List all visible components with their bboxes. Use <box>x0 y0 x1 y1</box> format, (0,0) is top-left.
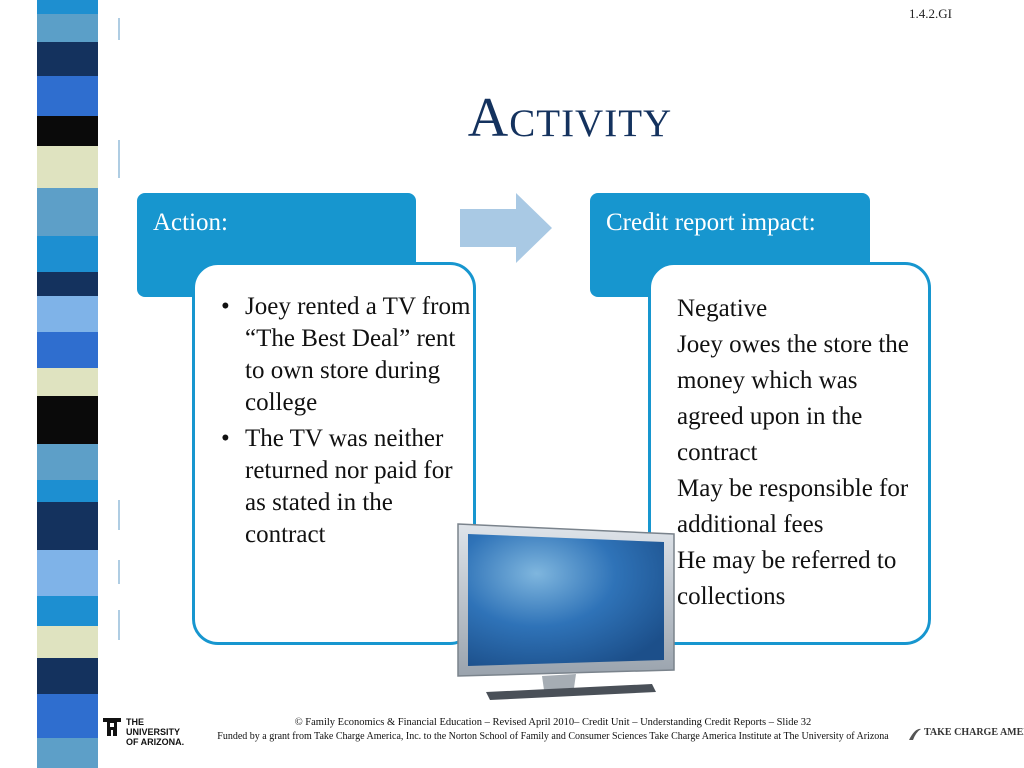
action-label: Action: <box>153 209 228 236</box>
action-card: Joey rented a TV from “The Best Deal” re… <box>192 262 476 645</box>
footer-funding: Funded by a grant from Take Charge Ameri… <box>217 731 889 742</box>
decorative-stripe-bar <box>37 0 98 768</box>
action-bullet-list: Joey rented a TV from “The Best Deal” re… <box>195 265 473 551</box>
footer-copyright: © Family Economics & Financial Education… <box>294 717 812 728</box>
take-charge-america-logo: TAKE CHARGE AMERICA <box>908 726 1024 746</box>
impact-label: Credit report impact: <box>606 209 816 236</box>
slide-code: 1.4.2.GI <box>909 6 952 21</box>
television-icon <box>457 523 675 700</box>
university-of-arizona-logo: THE UNIVERSITY OF ARIZONA. <box>102 716 198 747</box>
slide-title: Activity <box>467 87 673 149</box>
impact-line: May be responsible for additional fees <box>677 475 909 538</box>
tca-logo-text: TAKE CHARGE AMERICA <box>924 727 1024 738</box>
tca-swoosh-icon <box>909 728 921 740</box>
decorative-tick-line <box>118 0 122 768</box>
arizona-a-icon <box>103 718 121 736</box>
impact-line: Joey owes the store the money which was … <box>677 331 909 466</box>
impact-line: He may be referred to collections <box>677 547 897 610</box>
ua-logo-line2: OF ARIZONA. <box>126 737 185 747</box>
action-bullet: The TV was neither returned nor paid for… <box>221 423 473 551</box>
ua-logo-line1: THE UNIVERSITY <box>126 717 181 737</box>
action-bullet: Joey rented a TV from “The Best Deal” re… <box>221 291 473 419</box>
impact-card: Negative Joey owes the store the money w… <box>648 262 931 645</box>
impact-line: Negative <box>677 295 768 322</box>
right-arrow-icon <box>460 193 552 263</box>
